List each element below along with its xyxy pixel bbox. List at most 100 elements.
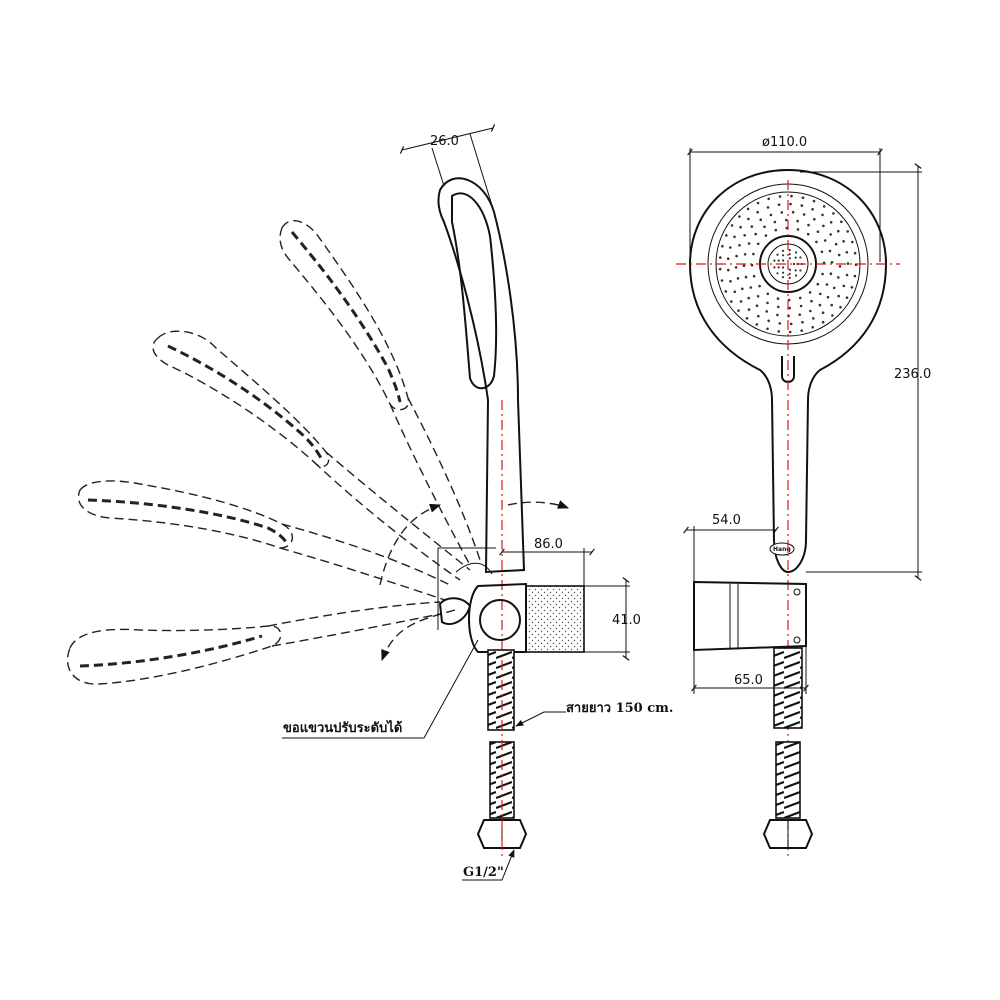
center-nozzle	[777, 266, 780, 269]
spray-nozzle	[755, 304, 759, 308]
spray-nozzle	[839, 305, 842, 309]
spray-nozzle	[837, 253, 841, 257]
spray-nozzle	[819, 292, 822, 296]
spray-nozzle	[767, 319, 770, 323]
center-nozzle	[781, 249, 785, 252]
spray-nozzle	[756, 242, 760, 246]
spray-nozzle	[822, 224, 825, 228]
spray-nozzle	[733, 235, 736, 239]
spray-nozzle	[777, 330, 780, 333]
dim-wall-offset: 54.0	[683, 513, 779, 582]
dim-wall-offset-label: 54.0	[712, 513, 741, 528]
spray-nozzle	[813, 217, 816, 221]
spray-nozzle	[766, 301, 769, 305]
spray-nozzle	[801, 196, 805, 199]
spray-nozzle	[752, 252, 755, 256]
spray-nozzle	[744, 275, 748, 279]
dim-handle-thickness-label: 26.0	[430, 134, 459, 149]
spray-nozzle	[811, 326, 814, 329]
spray-nozzle	[812, 199, 816, 203]
spray-nozzle	[818, 303, 822, 307]
spray-nozzle	[807, 223, 810, 227]
spray-nozzle	[741, 287, 744, 291]
spray-nozzle	[808, 291, 812, 294]
spray-nozzle	[747, 217, 750, 221]
spray-nozzle	[790, 194, 793, 198]
dim-bracket-depth: 86.0	[499, 537, 595, 590]
dim-bracket-height-label: 41.0	[612, 613, 641, 628]
thread-size-label: G1/2"	[463, 865, 504, 880]
spray-nozzle	[798, 296, 802, 300]
center-nozzle	[794, 256, 797, 259]
center-nozzle	[794, 269, 797, 272]
spray-nozzle	[832, 212, 835, 215]
spray-nozzle	[788, 306, 791, 310]
spray-nozzle	[721, 244, 724, 248]
center-nozzle	[794, 274, 798, 277]
spray-nozzle	[774, 228, 778, 232]
spray-nozzle	[729, 246, 732, 249]
spray-nozzle	[738, 215, 741, 218]
spray-nozzle	[789, 202, 792, 206]
rotation-arrows	[379, 500, 570, 662]
spray-nozzle	[830, 303, 833, 307]
spray-nozzle	[749, 286, 753, 289]
ghost-handshower-2	[152, 330, 471, 581]
spray-nozzle	[730, 300, 733, 303]
spray-nozzle	[745, 317, 749, 320]
spray-nozzle	[726, 257, 730, 261]
spray-nozzle	[758, 284, 761, 288]
center-nozzle	[773, 266, 776, 269]
spray-nozzle	[727, 268, 730, 272]
spray-nozzle	[766, 206, 770, 209]
ghost-handshower-1	[279, 219, 481, 566]
spray-nozzle	[798, 313, 801, 317]
tilt-positions	[66, 219, 481, 685]
dim-handle-thickness: 26.0	[399, 124, 496, 213]
spray-nozzle	[834, 242, 838, 246]
spray-nozzle	[801, 320, 804, 324]
adjustable-bracket-label: ขอแขวนปรับระดับได้	[283, 719, 402, 736]
spray-nozzle	[773, 220, 777, 224]
spray-nozzle	[816, 282, 820, 286]
hose-side	[476, 649, 528, 860]
spray-nozzle	[747, 308, 751, 311]
dim-bracket-depth-label: 86.0	[534, 537, 563, 552]
spray-nozzle	[725, 234, 728, 237]
spray-nozzle	[828, 249, 832, 253]
center-nozzle	[781, 276, 785, 279]
ghost-handshower-3	[77, 480, 451, 601]
spray-nozzle	[785, 218, 788, 222]
spray-nozzle	[796, 228, 800, 231]
spray-nozzle	[747, 296, 750, 300]
center-nozzle	[788, 253, 791, 256]
wall-bracket	[437, 547, 585, 653]
spray-nozzle	[851, 240, 854, 244]
spray-nozzle	[853, 274, 857, 278]
center-nozzle	[788, 272, 791, 275]
dim-bracket-width: 65.0	[691, 646, 809, 694]
center-nozzle	[792, 262, 796, 266]
side-view: 26.0 86.0 41.0 ขอแขวนปรับระดับได้ สายยาว…	[66, 124, 673, 881]
spray-nozzles	[718, 194, 858, 334]
center-nozzle	[788, 268, 792, 271]
center-nozzle	[781, 271, 785, 274]
dim-total-length: 236.0	[800, 163, 931, 581]
spray-nozzle	[742, 264, 746, 268]
handshower-upright	[437, 177, 526, 650]
center-nozzle	[794, 251, 798, 254]
spray-nozzle	[778, 195, 782, 198]
spray-nozzle	[777, 203, 781, 206]
center-nozzle	[782, 259, 785, 262]
center-nozzle	[788, 276, 791, 279]
hose-length-label: สายยาว 150 cm.	[566, 701, 673, 716]
spray-nozzle	[800, 204, 804, 207]
spray-nozzle	[789, 322, 793, 326]
note-adjustable-bracket: ขอแขวนปรับระดับได้	[282, 639, 479, 739]
spray-nozzle	[739, 225, 742, 229]
ghost-handshower-4	[66, 601, 441, 685]
center-nozzle	[788, 249, 791, 252]
spray-nozzle	[846, 262, 850, 265]
center-nozzle	[781, 254, 785, 257]
spray-nozzle	[826, 295, 830, 299]
